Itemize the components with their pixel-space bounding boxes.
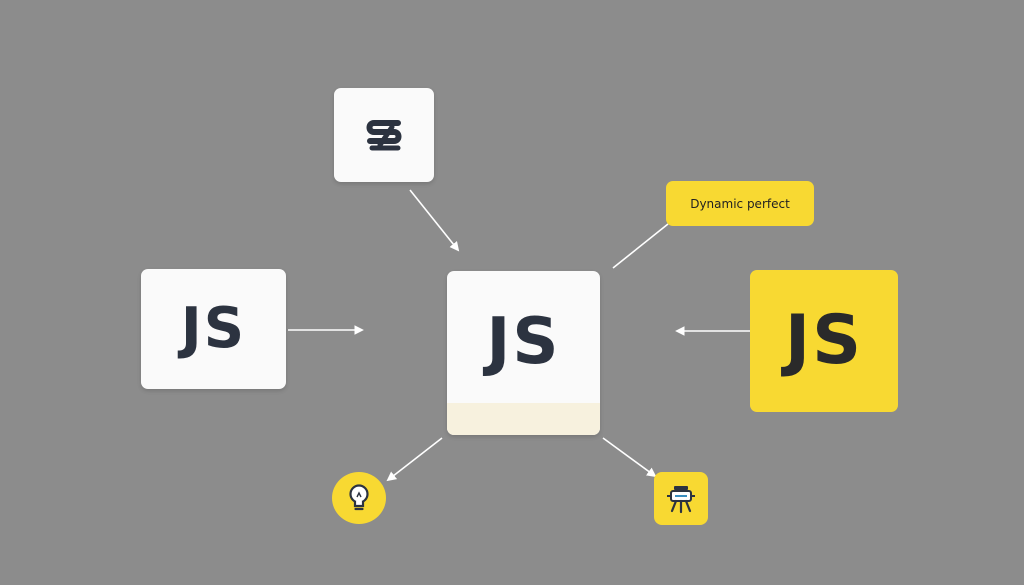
line-callout-to-center	[612, 223, 669, 269]
node-center-js: JS	[447, 271, 600, 435]
arrow-center-to-robot	[602, 437, 657, 478]
callout-label: Dynamic perfect	[690, 196, 790, 211]
node-center-footer-band	[447, 403, 600, 435]
callout-dynamic-perfect: Dynamic perfect	[666, 181, 814, 226]
robot-badge	[654, 472, 708, 525]
node-top	[334, 88, 434, 182]
arrow-center-to-bulb	[386, 437, 443, 482]
robot-icon	[667, 485, 695, 513]
swap-icon	[366, 120, 402, 151]
lightbulb-icon	[349, 484, 369, 511]
node-right-js: JS	[750, 270, 898, 412]
bulb-badge	[332, 472, 386, 524]
node-left-label: JS	[180, 296, 247, 361]
node-center-label: JS	[486, 305, 561, 379]
node-right-label: JS	[784, 301, 864, 380]
node-left-js: JS	[141, 269, 286, 389]
arrow-top-to-center	[409, 189, 460, 252]
